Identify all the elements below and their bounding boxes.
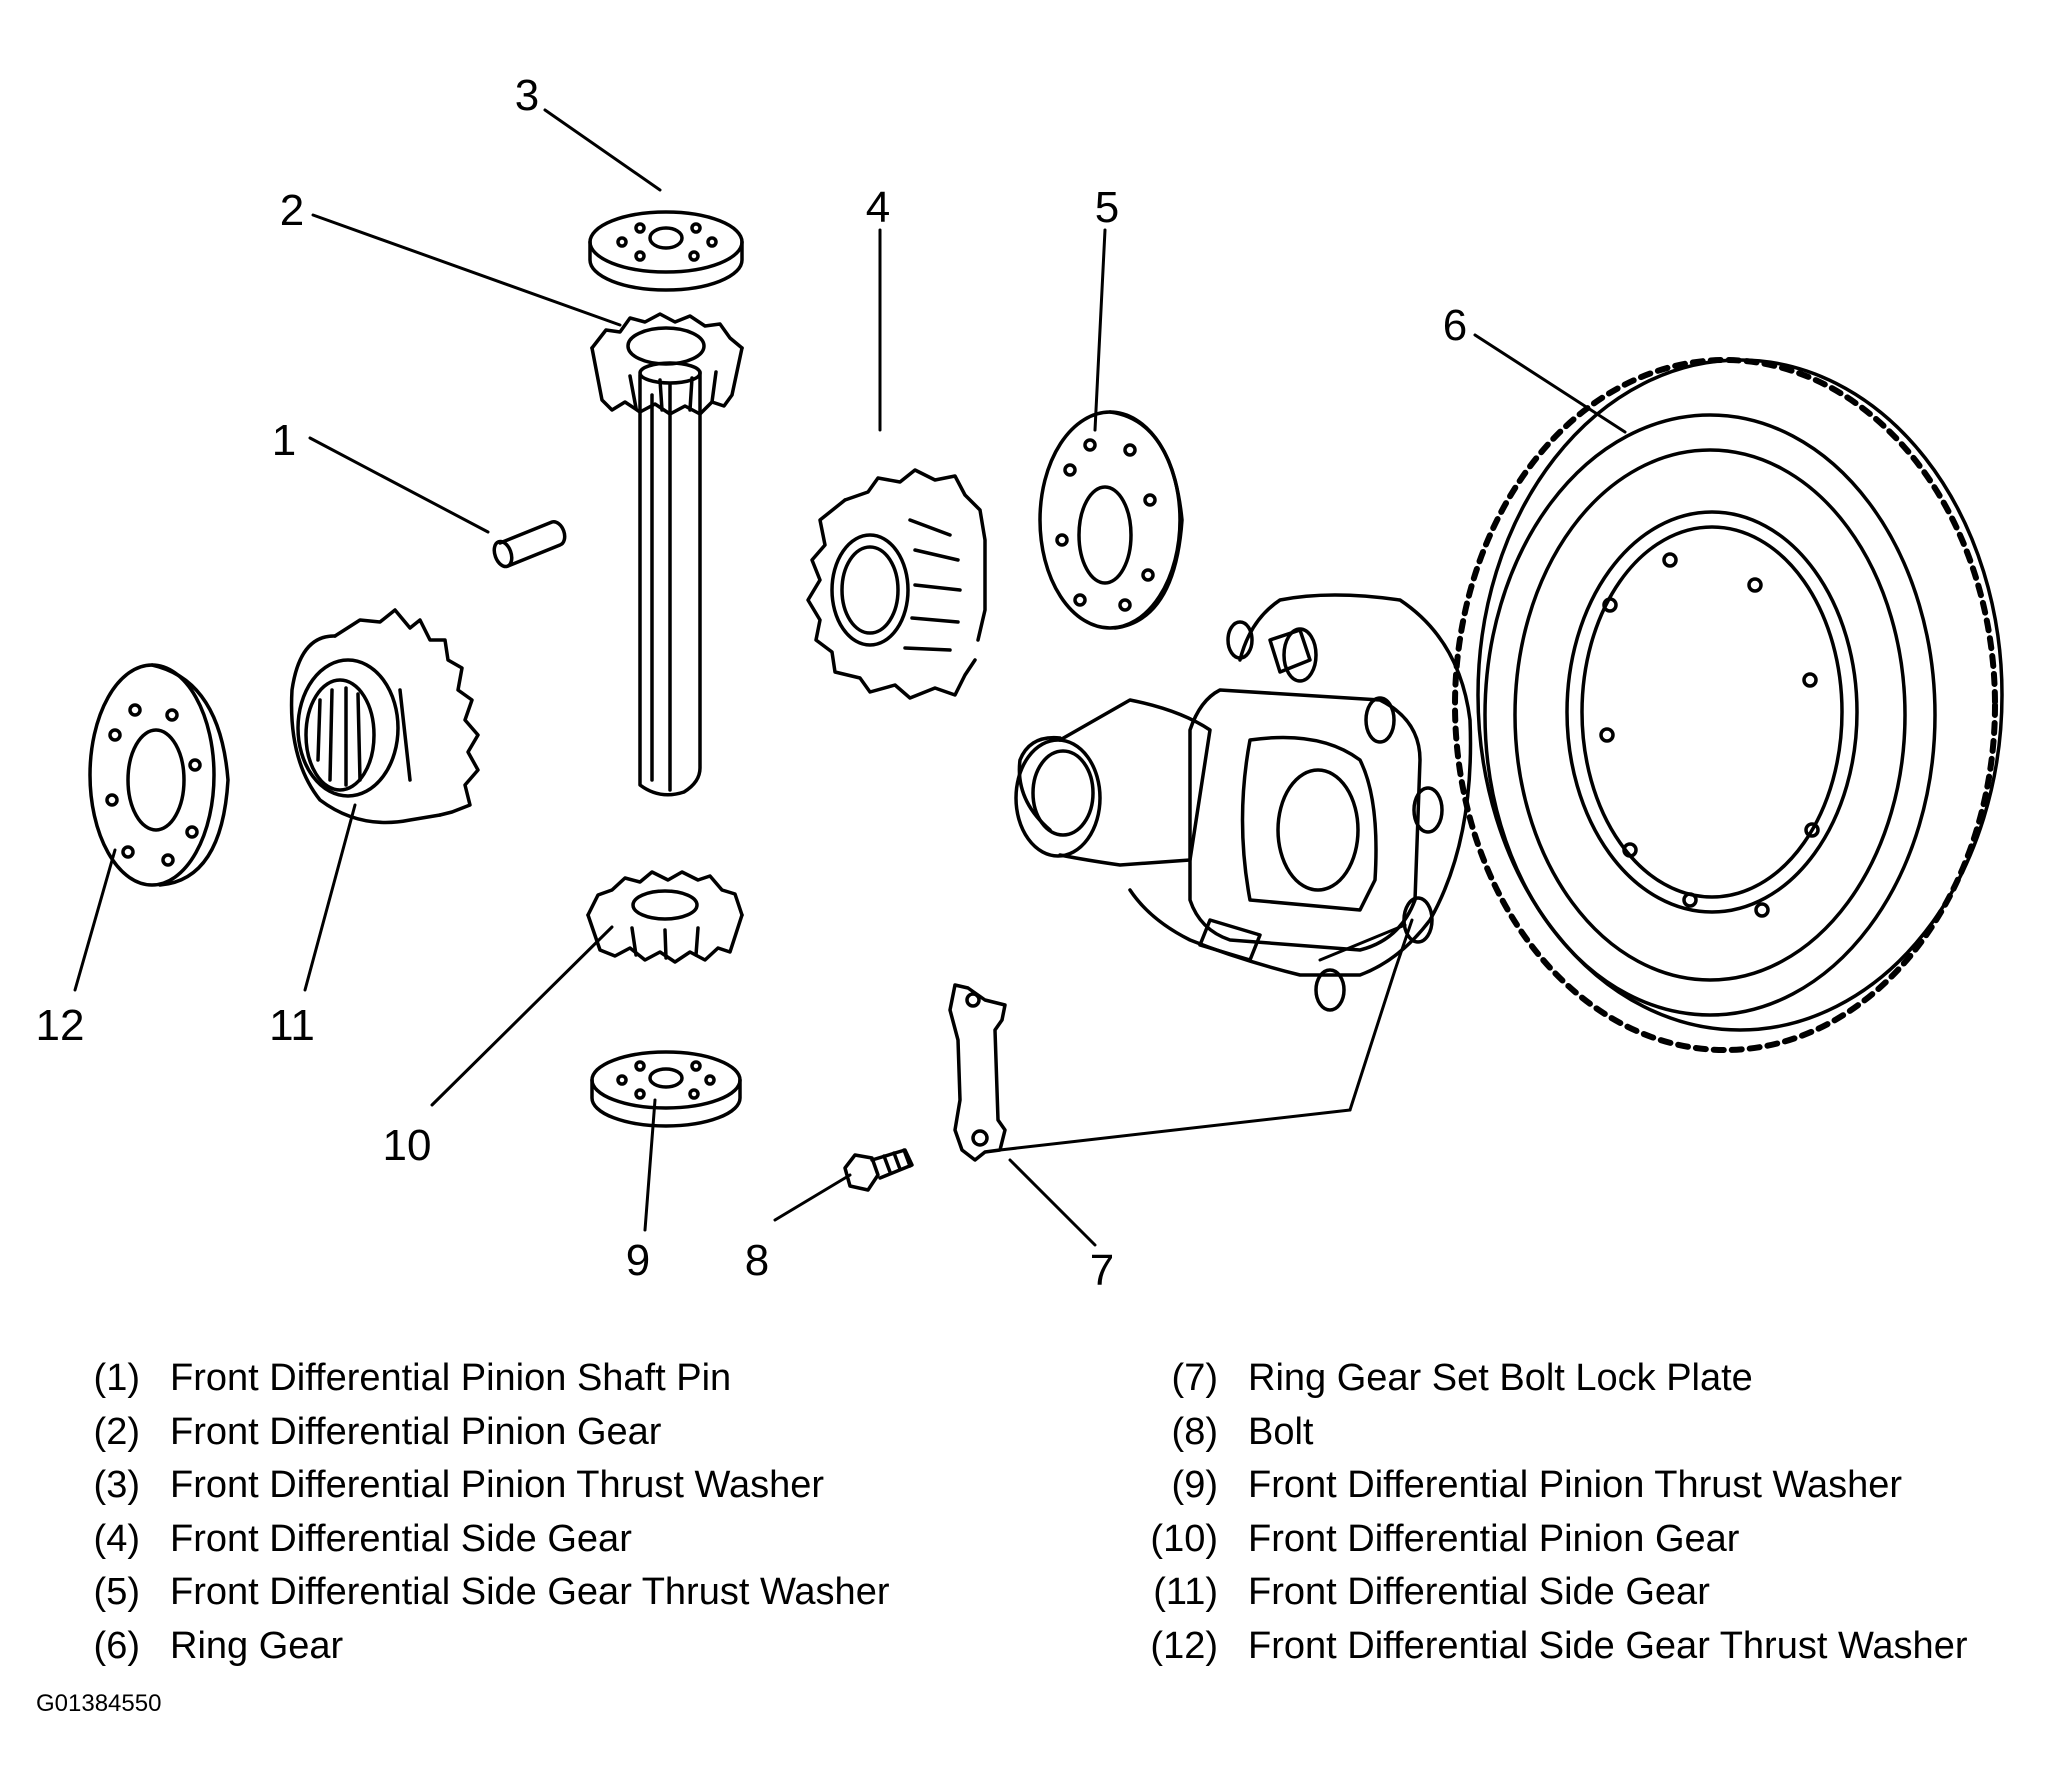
legend-number: (10) xyxy=(1150,1517,1218,1560)
exploded-differential-diagram: 1 2 3 4 5 6 7 8 9 10 11 12 xyxy=(36,71,2004,1295)
legend-item: (3) Front Differential Pinion Thrust Wash… xyxy=(48,1459,889,1513)
legend-number: (7) xyxy=(1171,1357,1218,1399)
legend-item: (5) Front Differential Side Gear Thrust W… xyxy=(48,1566,890,1620)
callout-10: 10 xyxy=(383,1121,432,1170)
legend-item: (2) Front Differential Pinion Gear xyxy=(48,1406,889,1460)
legend-number: (9) xyxy=(1171,1464,1218,1506)
pinion-thrust-washer-upper xyxy=(588,210,744,292)
legend-label: Front Differential Pinion Thrust Washer xyxy=(170,1464,825,1506)
callout-1: 1 xyxy=(272,416,296,465)
side-gear-right xyxy=(806,468,987,700)
legend-number: (3) xyxy=(93,1464,140,1506)
leader-lines xyxy=(73,108,1627,1247)
legend-item: (8) Bolt xyxy=(1126,1406,1967,1460)
legend-label: Front Differential Pinion Gear xyxy=(170,1410,662,1453)
side-gear-thrust-washer-right xyxy=(1038,410,1184,630)
legend-item: (6) Ring Gear xyxy=(48,1620,889,1674)
callout-5: 5 xyxy=(1095,183,1119,232)
legend-label: Front Differential Side Gear Thrust Wash… xyxy=(1248,1624,1968,1667)
legend-right-column: (7) Ring Gear Set Bolt Lock Plate (8) Bolt… xyxy=(1126,1352,1967,1673)
legend-label: Front Differential Pinion Thrust Washer xyxy=(1248,1464,1903,1506)
legend-label: Front Differential Side Gear Thrust Wash… xyxy=(170,1571,890,1613)
figure-id: G01384550 xyxy=(36,1690,162,1717)
pinion-shaft xyxy=(638,361,702,797)
legend-item: (11) Front Differential Side Gear xyxy=(1126,1566,1967,1620)
legend-label: Ring Gear Set Bolt Lock Plate xyxy=(1248,1357,1753,1399)
differential-case xyxy=(1014,593,1473,1012)
callout-9: 9 xyxy=(626,1236,650,1285)
legend-label: Front Differential Pinion Shaft Pin xyxy=(170,1357,732,1399)
callout-12: 12 xyxy=(36,1001,85,1050)
legend-label: Ring Gear xyxy=(170,1624,344,1667)
pinion-shaft-pin xyxy=(492,519,567,569)
legend-number: (4) xyxy=(93,1517,140,1560)
legend-item: (1) Front Differential Pinion Shaft Pin xyxy=(48,1352,889,1406)
legend-item: (12) Front Differential Side Gear Thrust … xyxy=(1126,1620,1967,1674)
callout-6: 6 xyxy=(1443,301,1467,350)
callout-7: 7 xyxy=(1090,1246,1114,1295)
legend-number: (2) xyxy=(93,1410,140,1453)
legend-item: (4) Front Differential Side Gear xyxy=(48,1513,889,1567)
legend-label: Front Differential Pinion Gear xyxy=(1248,1517,1740,1560)
legend-number: (8) xyxy=(1171,1410,1218,1453)
lock-plate xyxy=(948,983,1007,1162)
pinion-thrust-washer-lower xyxy=(590,1050,742,1128)
legend-item: (9) Front Differential Pinion Thrust Wash… xyxy=(1126,1459,1967,1513)
side-gear-thrust-washer-left xyxy=(88,663,230,887)
callout-11: 11 xyxy=(269,1001,315,1050)
callout-8: 8 xyxy=(745,1236,769,1285)
legend-number: (1) xyxy=(93,1357,140,1399)
legend-item: (10) Front Differential Pinion Gear xyxy=(1126,1513,1967,1567)
legend-number: (12) xyxy=(1150,1624,1218,1667)
legend-label: Front Differential Side Gear xyxy=(170,1517,632,1560)
ring-gear xyxy=(1452,357,2004,1053)
legend-label: Front Differential Side Gear xyxy=(1248,1571,1710,1613)
callout-numbers: 1 2 3 4 5 6 7 8 9 10 11 12 xyxy=(36,71,1468,1295)
legend-label: Bolt xyxy=(1248,1410,1314,1453)
legend-number: (11) xyxy=(1153,1571,1218,1613)
callout-4: 4 xyxy=(866,183,890,232)
side-gear-left xyxy=(289,608,480,825)
legend-left-column: (1) Front Differential Pinion Shaft Pin (… xyxy=(48,1352,890,1674)
legend-item: (7) Ring Gear Set Bolt Lock Plate xyxy=(1126,1352,1967,1406)
pinion-gear-lower xyxy=(586,870,744,964)
bolt xyxy=(843,1148,914,1192)
callout-3: 3 xyxy=(515,71,539,120)
legend-number: (6) xyxy=(93,1624,140,1667)
callout-2: 2 xyxy=(280,186,304,235)
legend-number: (5) xyxy=(93,1571,140,1613)
